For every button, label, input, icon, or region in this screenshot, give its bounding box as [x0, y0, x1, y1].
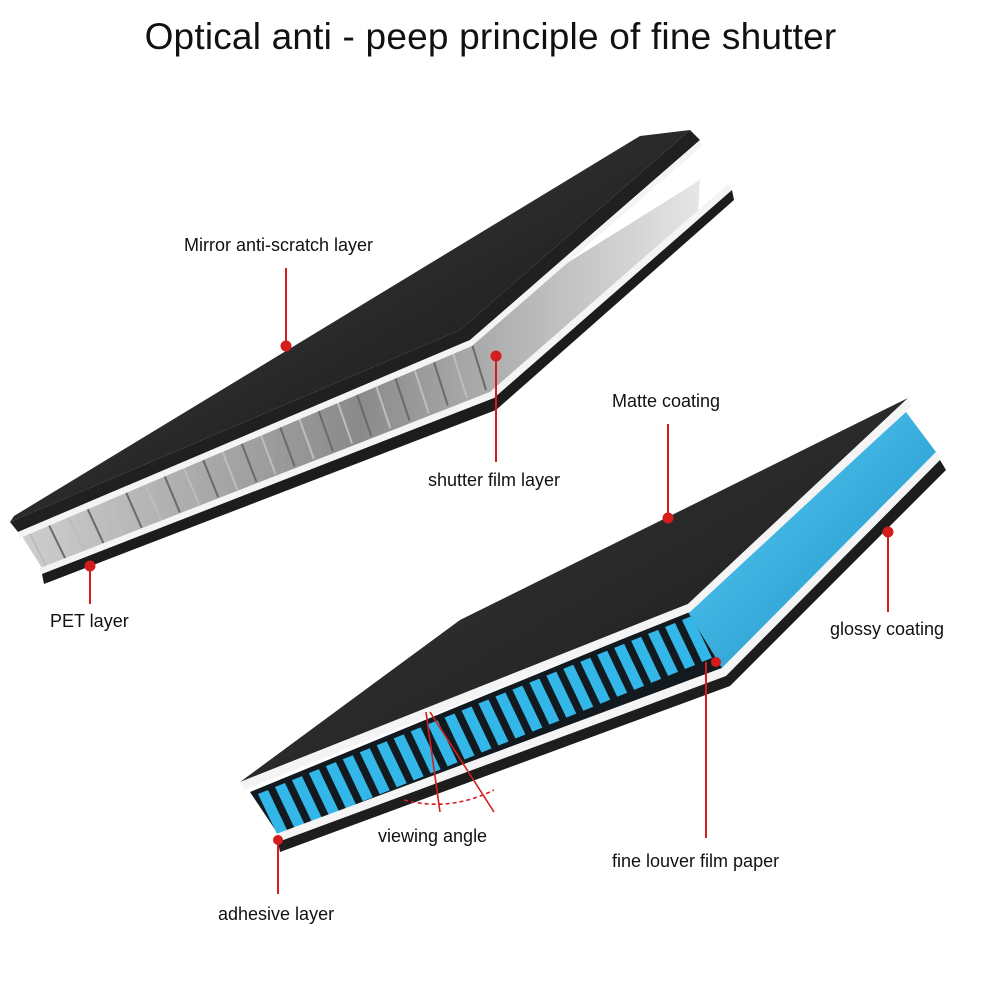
callout-shutter-dot: [490, 350, 502, 362]
panel-2-slat: [444, 713, 475, 760]
panel-1-slat: [335, 397, 354, 444]
panel-2-slat: [478, 699, 509, 746]
callout-matte-dot: [662, 512, 674, 524]
panel-1-slat: [48, 525, 67, 559]
panel-1-shutter-core: [18, 180, 700, 568]
panel-1-slat: [220, 448, 239, 490]
panel-1-slat: [29, 533, 47, 567]
panel-1-slat: [277, 422, 296, 467]
panel-2-slat: [325, 762, 356, 809]
diagram-title: Optical anti - peep principle of fine sh…: [144, 16, 837, 57]
panel-2-slat: [359, 748, 390, 795]
panel-1-slat: [258, 431, 277, 475]
viewing-angle-ray-right: [429, 711, 495, 813]
panel-2-louver-end: [688, 412, 936, 668]
panel-1-shutter-slats: [29, 337, 487, 567]
panel-1-slat: [67, 516, 86, 552]
label-pet-layer: PET layer: [50, 611, 129, 631]
panel-2-slat: [682, 616, 712, 662]
callout-adhesive-dot: [273, 835, 283, 845]
label-shutter-film: shutter film layer: [428, 470, 561, 490]
viewing-angle-ray-left: [425, 711, 441, 813]
panel-1-slat: [239, 439, 258, 483]
panel-2-slat: [393, 734, 424, 781]
panel-1-slat: [143, 482, 162, 521]
panel-1-slat: [469, 337, 487, 391]
panel-1-shutter-stack: [10, 130, 734, 584]
panel-2-slat: [495, 692, 526, 739]
panel-2-slat: [258, 790, 288, 836]
callout-pet-dot: [84, 560, 96, 572]
panel-1-slat: [354, 388, 373, 437]
panel-1-slat: [124, 490, 143, 529]
panel-1-slat: [296, 414, 315, 460]
panel-2-slat: [580, 657, 611, 704]
panel-1-top-face: [10, 130, 690, 522]
panel-2-louver-stack: [240, 398, 946, 852]
panel-1-slat: [86, 508, 105, 544]
panel-1-slat: [430, 354, 449, 406]
label-adhesive-layer: adhesive layer: [218, 904, 335, 924]
callout-glossy-dot: [882, 526, 894, 538]
panel-2-slat: [529, 678, 560, 725]
panel-2-slat: [308, 769, 339, 816]
panel-2-slat: [512, 685, 543, 732]
panel-1-slat: [182, 465, 200, 506]
panel-2-slat: [614, 643, 645, 690]
panel-1-slat: [411, 363, 430, 414]
callout-mirror-dot: [280, 340, 292, 352]
panel-2-slat: [563, 664, 594, 711]
panel-1-slat: [449, 346, 468, 398]
panel-2-slat: [597, 650, 628, 697]
panel-2-slat: [461, 706, 492, 753]
panel-2-slat: [631, 636, 662, 683]
panel-1-slat: [105, 499, 124, 536]
label-viewing-angle: viewing angle: [378, 826, 488, 846]
panel-2-slat: [665, 622, 696, 669]
panel-1-slat: [316, 405, 334, 452]
viewing-angle-arc: [403, 789, 495, 805]
label-glossy-coating: glossy coating: [830, 619, 945, 639]
panel-1-slat: [373, 380, 392, 429]
label-matte-coating: Matte coating: [612, 391, 721, 411]
panel-2-slat: [427, 720, 458, 767]
panel-1-slat: [162, 473, 181, 513]
label-fine-louver-film: fine louver film paper: [612, 851, 780, 871]
panel-2-slat: [342, 755, 373, 802]
callout-louver-dot: [711, 657, 721, 667]
panel-2-slat: [376, 741, 407, 788]
panel-2-slat: [274, 783, 305, 830]
panel-2-slat: [546, 671, 577, 718]
label-mirror-anti-scratch: Mirror anti-scratch layer: [184, 235, 374, 255]
panel-2-slat: [291, 776, 322, 823]
panel-2-slat: [648, 629, 679, 676]
panel-2-top-surface: [240, 398, 908, 782]
panel-2-louver-slats: [258, 616, 712, 836]
panel-1-slat: [201, 456, 220, 498]
panel-1-slat: [392, 371, 411, 421]
